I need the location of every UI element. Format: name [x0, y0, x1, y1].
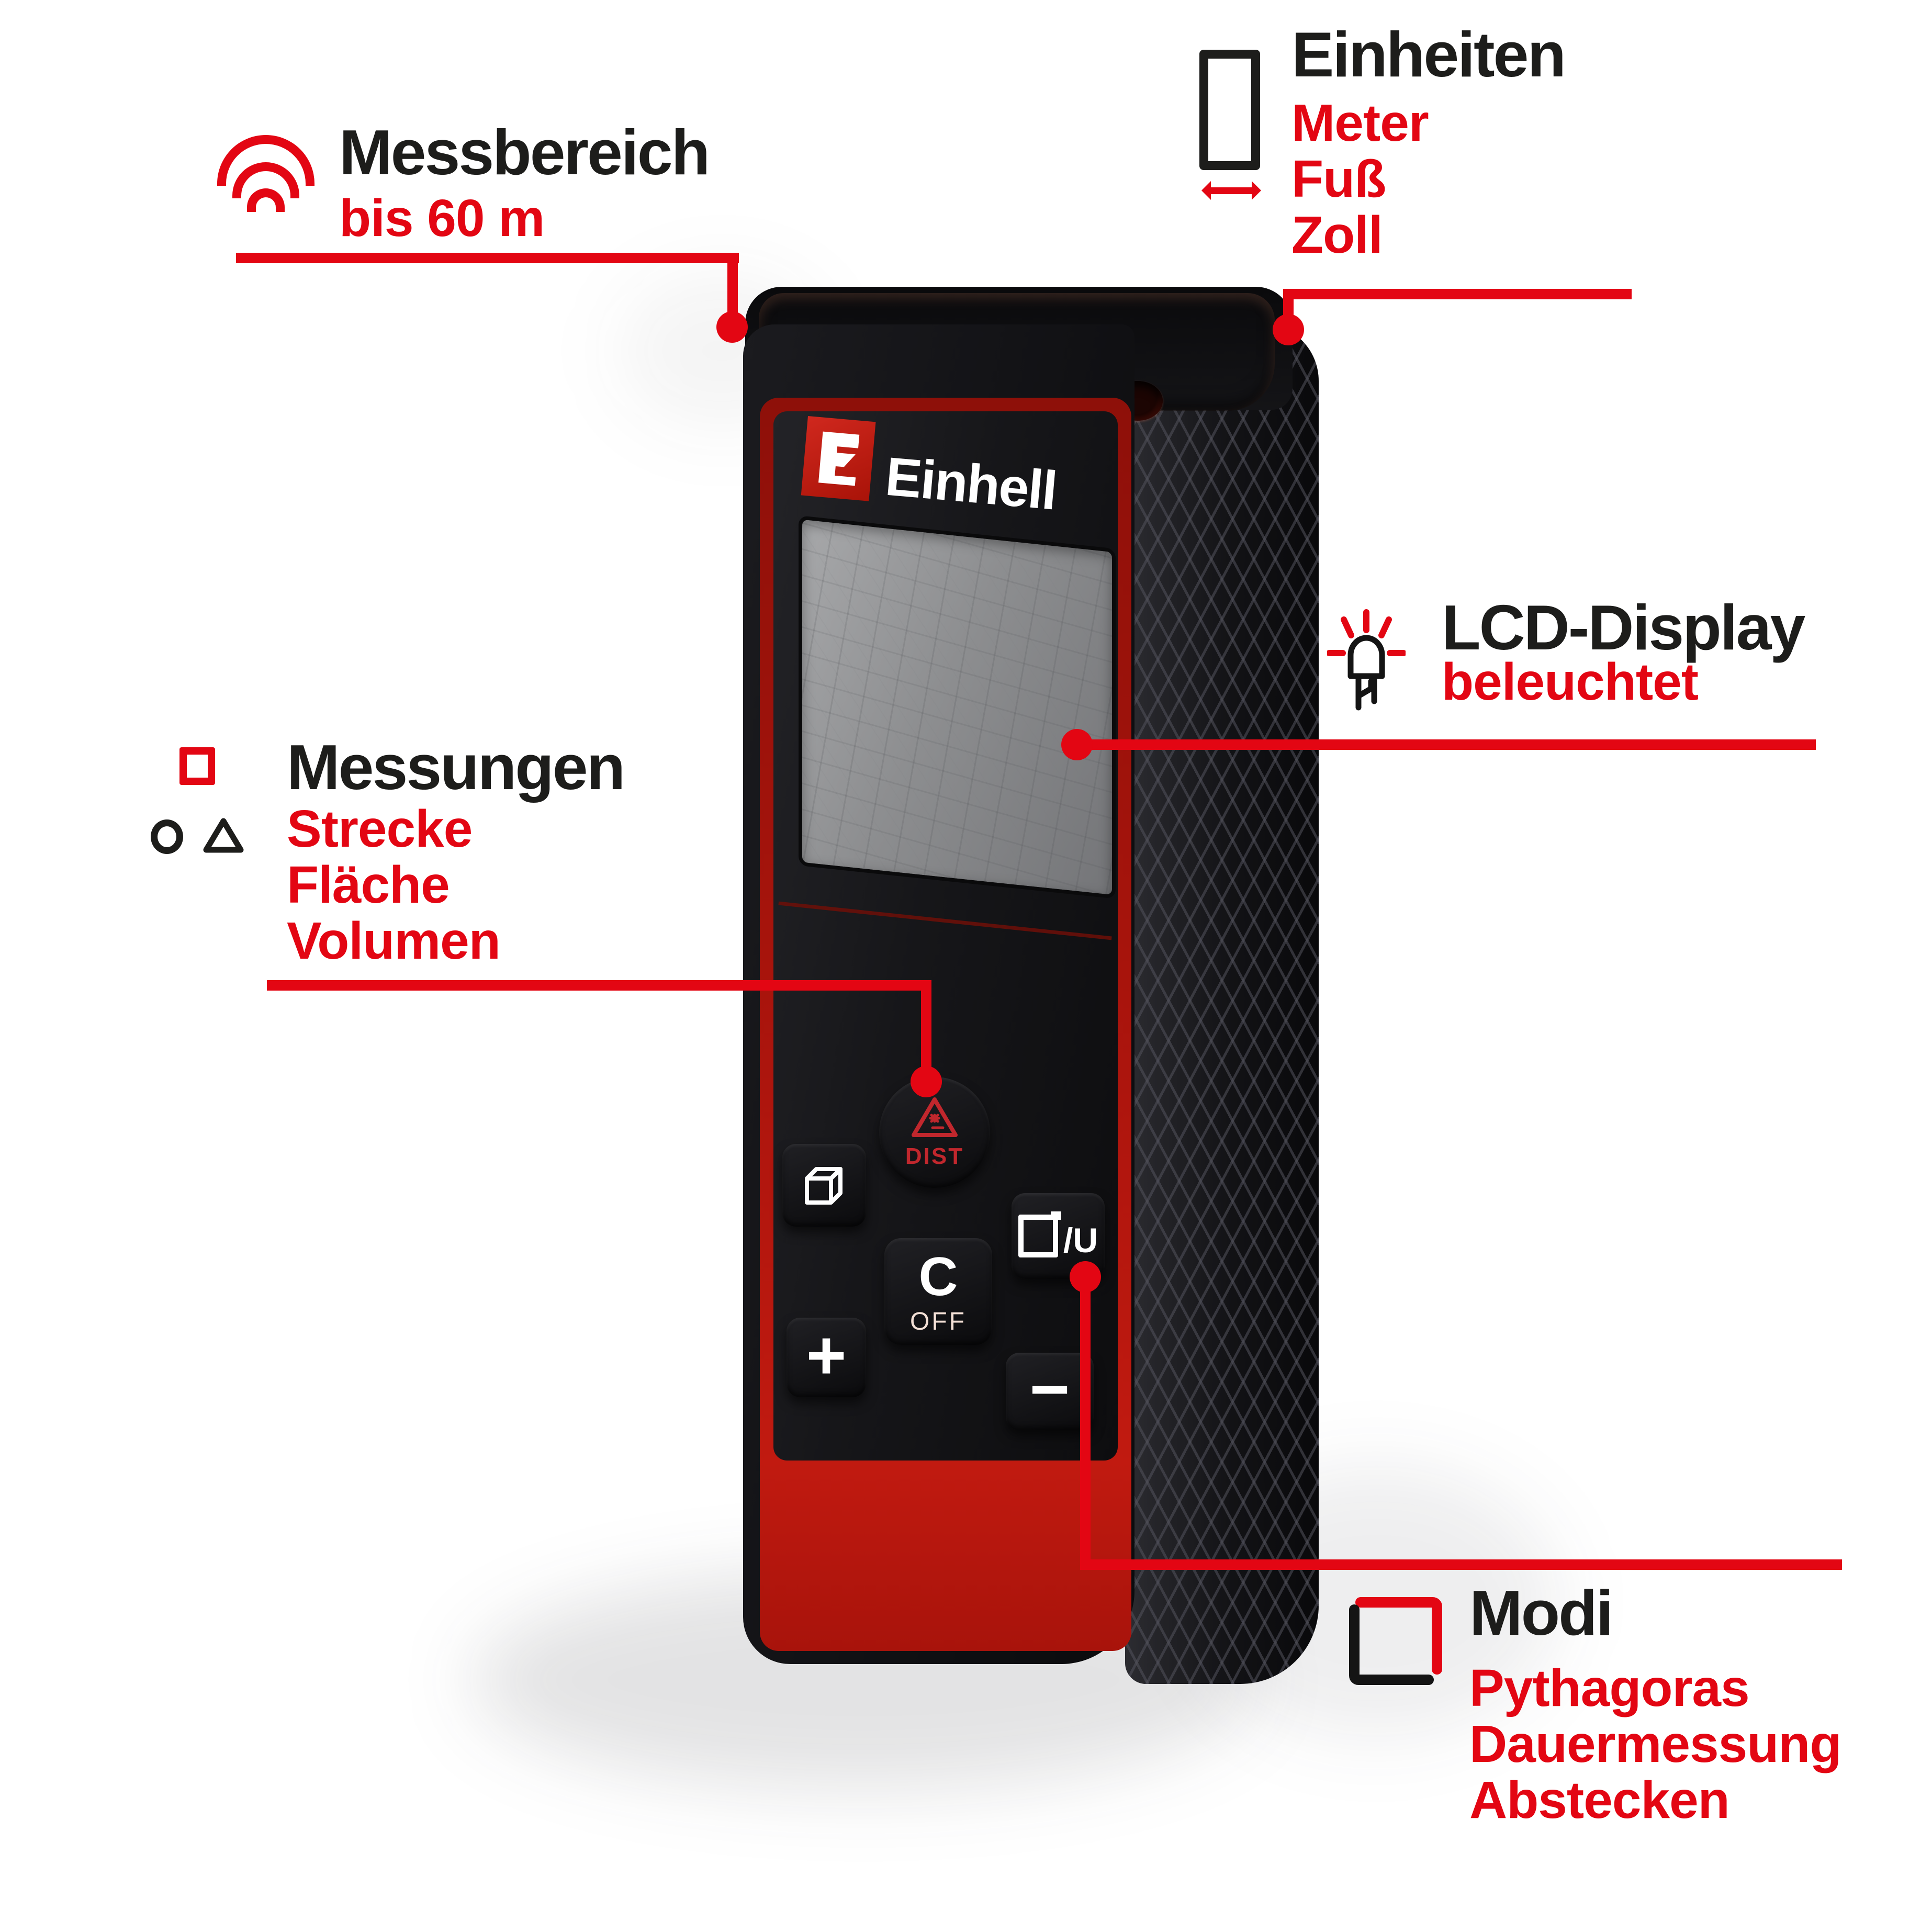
lcd-subtitle: beleuchtet: [1442, 653, 1699, 711]
callout-dot-messbereich: [716, 311, 748, 343]
unit-button-label: /U: [1063, 1221, 1098, 1260]
signal-arcs-icon: [217, 135, 317, 214]
messbereich-title: Messbereich: [339, 117, 710, 188]
plus-button: +: [787, 1318, 866, 1397]
brand-wordmark: Einhell: [883, 446, 1059, 522]
unit-button-icon: /U: [1018, 1211, 1098, 1260]
callout-dot-modi: [1070, 1261, 1101, 1293]
lcd-title: LCD-Display: [1442, 592, 1805, 663]
callout-line-modi: [1080, 1277, 1091, 1570]
modi-title: Modi: [1469, 1577, 1614, 1648]
callout-line-messungen: [267, 980, 931, 991]
list-item: Fläche: [287, 856, 450, 914]
list-item: Pythagoras: [1469, 1659, 1750, 1717]
callout-line-messbereich: [727, 253, 738, 330]
messungen-items: Strecke Fläche Volumen: [287, 800, 501, 970]
minus-button: −: [1006, 1353, 1094, 1430]
width-arrow-icon: [1199, 50, 1260, 170]
circle-shape-icon: [151, 819, 183, 854]
display-frame-icon: [1018, 1211, 1061, 1257]
clear-off-button: C OFF: [884, 1238, 992, 1345]
outline-square-icon: [1349, 1597, 1442, 1685]
double-arrow-icon: [1201, 181, 1261, 200]
list-item: Abstecken: [1469, 1771, 1730, 1829]
lcd-screen: [799, 515, 1116, 899]
led-icon: [1327, 609, 1406, 711]
square-shape-icon: [179, 747, 215, 785]
minus-button-label: −: [1029, 1351, 1070, 1428]
list-item: Fuß: [1291, 150, 1386, 208]
list-item: Zoll: [1291, 206, 1383, 264]
plus-button-label: +: [806, 1317, 847, 1394]
dist-button-label: DIST: [905, 1143, 964, 1169]
laser-warning-icon: [912, 1097, 958, 1137]
list-item: Meter: [1291, 94, 1429, 152]
list-item: Volumen: [287, 912, 501, 970]
volume-measure-button: [782, 1144, 866, 1227]
callout-dot-einheiten: [1273, 314, 1304, 345]
einhell-logo: Einhell: [800, 416, 1121, 532]
device-side-texture: [1125, 323, 1319, 1684]
callout-line-lcd: [1077, 739, 1816, 750]
list-item: Dauermessung: [1469, 1715, 1841, 1773]
callout-line-modi: [1080, 1559, 1842, 1570]
einhell-logo-icon: [801, 416, 876, 501]
clear-button-label: C: [918, 1246, 958, 1307]
cube-icon: [805, 1167, 843, 1205]
einheiten-items: Meter Fuß Zoll: [1291, 95, 1429, 263]
messbereich-subtitle: bis 60 m: [339, 189, 545, 248]
off-button-label: OFF: [910, 1307, 967, 1335]
callout-dot-lcd: [1061, 729, 1093, 760]
callout-line-messbereich: [236, 253, 739, 263]
callout-dot-messungen: [911, 1066, 942, 1097]
triangle-shape-icon: [203, 818, 244, 853]
einheiten-title: Einheiten: [1291, 19, 1566, 90]
dist-measure-button: DIST: [879, 1077, 990, 1188]
messungen-title: Messungen: [287, 732, 625, 803]
list-item: Strecke: [287, 800, 473, 858]
callout-line-einheiten: [1283, 289, 1632, 299]
modi-items: Pythagoras Dauermessung Abstecken: [1469, 1660, 1841, 1828]
callout-line-messungen: [921, 980, 931, 1085]
